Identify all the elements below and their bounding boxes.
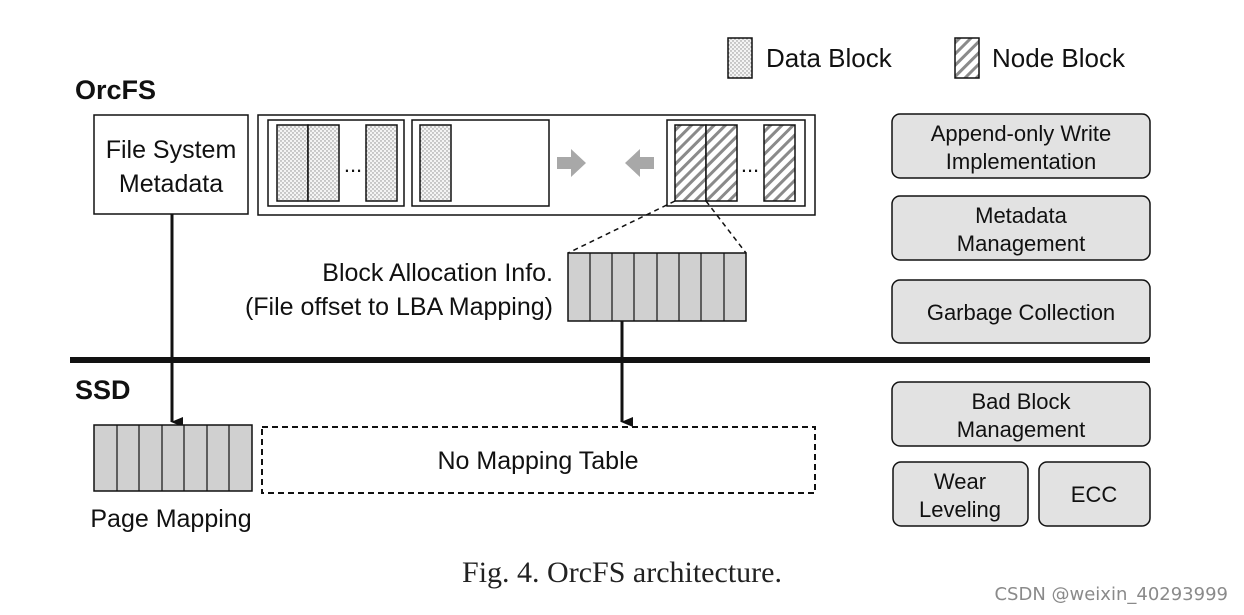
no-mapping-table-label: No Mapping Table bbox=[437, 447, 638, 475]
data-block bbox=[307, 124, 340, 202]
bad-block-management-module: Bad Block Management bbox=[891, 381, 1151, 447]
data-block bbox=[365, 124, 398, 202]
data-block bbox=[419, 124, 452, 202]
block-alloc-label-line1: Block Allocation Info. bbox=[322, 259, 553, 287]
page-mapping-label: Page Mapping bbox=[90, 505, 251, 533]
svg-text:ECC: ECC bbox=[1071, 482, 1118, 507]
zoom-line-left bbox=[567, 200, 676, 254]
node-block bbox=[674, 124, 707, 202]
ssd-section-label: SSD bbox=[75, 375, 131, 405]
file-system-metadata-box: File System Metadata bbox=[93, 114, 249, 215]
figure-caption: Fig. 4. OrcFS architecture. bbox=[462, 556, 782, 589]
metadata-box-line1: File System bbox=[106, 136, 237, 164]
legend: Data Block Node Block bbox=[727, 37, 1126, 79]
legend-data-block-label: Data Block bbox=[766, 43, 893, 73]
ecc-module: ECC bbox=[1038, 461, 1151, 527]
node-block bbox=[763, 124, 796, 202]
svg-text:Implementation: Implementation bbox=[946, 149, 1096, 174]
legend-node-block-label: Node Block bbox=[992, 43, 1126, 73]
svg-text:Management: Management bbox=[957, 231, 1085, 256]
block-alloc-label-line2: (File offset to LBA Mapping) bbox=[245, 293, 553, 321]
svg-text:Leveling: Leveling bbox=[919, 497, 1001, 522]
wear-leveling-module: Wear Leveling bbox=[892, 461, 1029, 527]
node-block bbox=[705, 124, 738, 202]
append-only-write-module: Append-only Write Implementation bbox=[891, 113, 1151, 179]
ellipsis: ... bbox=[344, 152, 362, 177]
svg-text:Metadata: Metadata bbox=[975, 203, 1067, 228]
page-mapping-table bbox=[93, 424, 253, 492]
block-allocation-table bbox=[567, 252, 747, 322]
data-block bbox=[276, 124, 309, 202]
append-left-arrow-icon bbox=[625, 149, 654, 177]
segment-container: ... ... bbox=[257, 114, 816, 216]
orcfs-section-label: OrcFS bbox=[75, 75, 156, 105]
metadata-management-module: Metadata Management bbox=[891, 195, 1151, 261]
svg-text:Wear: Wear bbox=[934, 469, 986, 494]
svg-text:Bad Block: Bad Block bbox=[971, 389, 1071, 414]
legend-node-block-swatch bbox=[954, 37, 980, 79]
legend-data-block-swatch bbox=[727, 37, 753, 79]
metadata-box-line2: Metadata bbox=[119, 170, 223, 198]
append-right-arrow-icon bbox=[557, 149, 586, 177]
garbage-collection-module: Garbage Collection bbox=[891, 279, 1151, 344]
watermark: CSDN @weixin_40293999 bbox=[994, 584, 1228, 605]
svg-text:Management: Management bbox=[957, 417, 1085, 442]
svg-text:Append-only Write: Append-only Write bbox=[931, 121, 1112, 146]
svg-text:Garbage Collection: Garbage Collection bbox=[927, 300, 1115, 325]
zoom-line-right bbox=[705, 200, 747, 254]
ellipsis: ... bbox=[741, 152, 759, 177]
no-mapping-table-box bbox=[261, 426, 816, 494]
